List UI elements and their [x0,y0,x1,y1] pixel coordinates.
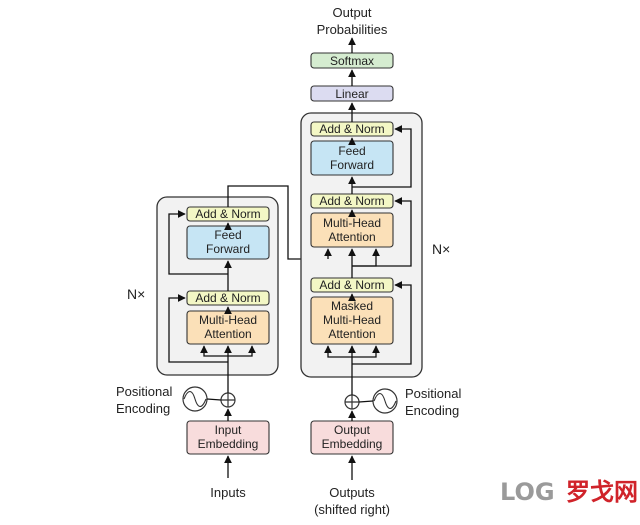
outputs-label-1: Outputs [329,485,375,500]
encoder-add-norm-bottom-label: Add & Norm [195,291,260,305]
decoder-feed-forward-label-2: Forward [330,158,374,172]
encoder-positional-label-1: Positional [116,384,172,399]
decoder-add-norm-mid-label: Add & Norm [319,194,384,208]
linear-label: Linear [335,87,368,101]
decoder-pos-link [358,400,374,403]
output-probabilities-label-1: Output [332,5,371,20]
decoder-masked-label-3: Attention [328,327,375,341]
decoder-feed-forward-label-1: Feed [338,144,365,158]
outputs-label-2: (shifted right) [314,502,390,517]
inputs-label: Inputs [210,485,246,500]
decoder-arrows [324,37,412,480]
encoder-attention-label-1: Multi-Head [199,313,257,327]
decoder-add-norm-top-label: Add & Norm [319,122,384,136]
encoder-stack [156,196,279,376]
encoder-plus-sign [221,393,235,407]
output-embedding-label-2: Embedding [322,437,383,451]
encoder-add-norm-top-label: Add & Norm [195,207,260,221]
decoder-positional-label-1: Positional [405,386,461,401]
decoder-add-norm-bottom-label: Add & Norm [319,278,384,292]
decoder-plus-sign [345,395,359,409]
encoder-feed-forward-label-2: Forward [206,242,250,256]
decoder-positional-label-2: Encoding [405,403,459,418]
encoder-attention-label-2: Attention [204,327,251,341]
watermark-latin: LOG [500,478,555,506]
encoder-pos-link [206,398,222,401]
encoder-positional-label-2: Encoding [116,401,170,416]
watermark-cjk: 罗戈网 [566,478,638,506]
output-embedding-label-1: Output [334,423,371,437]
input-embedding-label-2: Embedding [198,437,259,451]
decoder-masked-label-2: Multi-Head [323,313,381,327]
encoder-repeat-label: N× [127,286,145,302]
decoder-masked-label-1: Masked [331,299,373,313]
decoder-repeat-label: N× [432,241,450,257]
softmax-label: Softmax [330,54,374,68]
output-probabilities-label-2: Probabilities [317,22,388,37]
decoder-sine-wave-path [373,392,397,410]
encoder-sine-wave-path [183,390,207,408]
decoder-cross-attention-label-1: Multi-Head [323,216,381,230]
decoder-cross-attention-label-2: Attention [328,230,375,244]
input-embedding-label-1: Input [215,423,242,437]
encoder-feed-forward-label-1: Feed [214,228,241,242]
logo-watermark: LOG 罗戈网 [500,478,638,506]
